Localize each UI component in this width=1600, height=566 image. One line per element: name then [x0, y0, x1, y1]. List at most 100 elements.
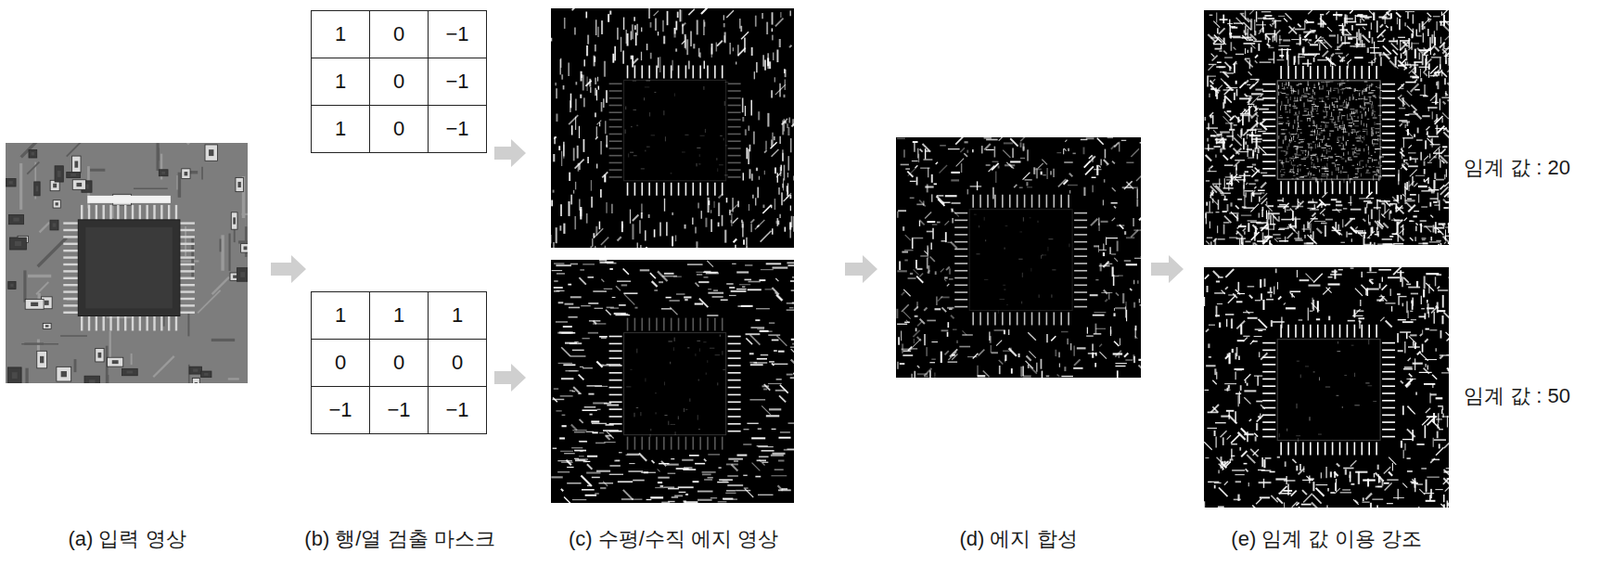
edge-segment — [611, 204, 614, 214]
edge-segment — [564, 303, 575, 306]
edge-segment — [1415, 222, 1418, 225]
edge-segment — [1009, 347, 1017, 356]
edge-segment — [1138, 358, 1141, 361]
chip-texture-edge — [1051, 268, 1056, 270]
pin-edge — [728, 357, 742, 359]
edge-segment — [751, 173, 754, 181]
edge-segment — [595, 442, 606, 445]
chip-pin — [63, 311, 78, 314]
edge-segment — [650, 22, 653, 28]
chip-texture-edge — [700, 135, 705, 137]
pin-edge — [1074, 233, 1088, 236]
pin-edge — [609, 111, 623, 114]
edge-segment — [1380, 24, 1383, 27]
pin-edge — [648, 436, 651, 450]
smd-component — [72, 155, 81, 173]
edge-segment — [1133, 229, 1141, 231]
edge-segment — [630, 31, 632, 41]
board-ground — [5, 142, 248, 384]
edge-segment — [684, 224, 687, 230]
edge-segment — [912, 140, 919, 143]
edge-segment — [674, 27, 677, 35]
edge-segment — [898, 260, 901, 269]
edge-segment — [742, 474, 748, 476]
edge-segment — [1328, 57, 1331, 60]
edge-segment — [1244, 241, 1251, 244]
edge-segment — [671, 236, 674, 247]
chip-texture-edge — [719, 334, 721, 337]
edge-segment — [761, 449, 775, 452]
pin-edge — [728, 118, 742, 121]
edge-segment — [945, 220, 950, 226]
pin-edge — [728, 154, 742, 157]
edge-segment — [1090, 218, 1098, 226]
chip-pin — [95, 315, 98, 331]
chip-outline-edge — [969, 209, 1073, 311]
edge-segment — [763, 54, 765, 66]
edge-segment — [1112, 266, 1114, 277]
edge-segment — [1447, 57, 1449, 66]
edge-segment — [570, 263, 578, 266]
edge-segment — [750, 326, 765, 328]
edge-segment — [765, 288, 773, 290]
edge-segment — [1020, 366, 1023, 377]
edge-segment — [748, 281, 761, 283]
chip-texture-edge — [722, 369, 726, 371]
edge-segment — [1111, 253, 1116, 255]
edge-segment — [711, 47, 713, 58]
pin-edge — [699, 318, 702, 332]
chip-texture-edge — [674, 337, 676, 342]
edge-segment — [646, 499, 653, 500]
edge-segment — [550, 234, 552, 244]
chip-texture-edge — [644, 86, 650, 88]
edge-segment — [1011, 148, 1014, 158]
edge-segment — [558, 145, 561, 151]
edge-segment — [592, 290, 607, 293]
edge-segment — [745, 237, 748, 246]
pin-edge — [663, 318, 666, 332]
edge-segment — [578, 374, 585, 381]
edge-segment — [1230, 25, 1236, 28]
pin-edge — [728, 104, 742, 107]
edge-segment — [726, 282, 733, 285]
edge-segment — [1103, 159, 1109, 165]
edge-segment — [684, 298, 688, 301]
edge-segment — [1243, 194, 1245, 206]
edge-segment — [1344, 217, 1353, 226]
edge-segment — [1422, 33, 1424, 43]
edge-segment — [1420, 223, 1422, 233]
edge-segment — [955, 137, 964, 145]
edge-segment — [1389, 61, 1396, 67]
board-trace — [106, 374, 110, 384]
edge-segment — [718, 478, 733, 480]
edge-segment — [594, 88, 597, 96]
board-trace — [21, 343, 59, 346]
edge-segment — [1124, 230, 1127, 235]
pin-edge — [609, 394, 623, 397]
pin-edge — [728, 335, 742, 338]
edge-segment — [563, 497, 574, 503]
edge-segment — [1058, 351, 1060, 358]
pin-edge — [609, 379, 623, 382]
edge-segment — [695, 241, 698, 248]
edge-segment — [1050, 335, 1056, 341]
chip-texture-edge — [696, 340, 701, 342]
edge-segment — [1139, 141, 1141, 143]
board-trace — [89, 168, 105, 172]
edge-segment — [623, 489, 633, 500]
smd-component — [189, 366, 202, 374]
edge-segment — [758, 455, 769, 458]
edge-segment — [920, 255, 928, 256]
edge-segment — [1095, 328, 1106, 330]
edge-segment — [1208, 201, 1210, 213]
edge-segment — [697, 203, 699, 209]
edge-segment — [600, 364, 604, 367]
edge-segment — [1395, 12, 1401, 17]
edge-segment — [1423, 25, 1426, 29]
chip-pin — [179, 263, 195, 266]
edge-segment — [681, 459, 693, 461]
pin-edge — [609, 364, 623, 367]
edge-segment — [703, 276, 708, 278]
board-trace — [238, 240, 248, 244]
